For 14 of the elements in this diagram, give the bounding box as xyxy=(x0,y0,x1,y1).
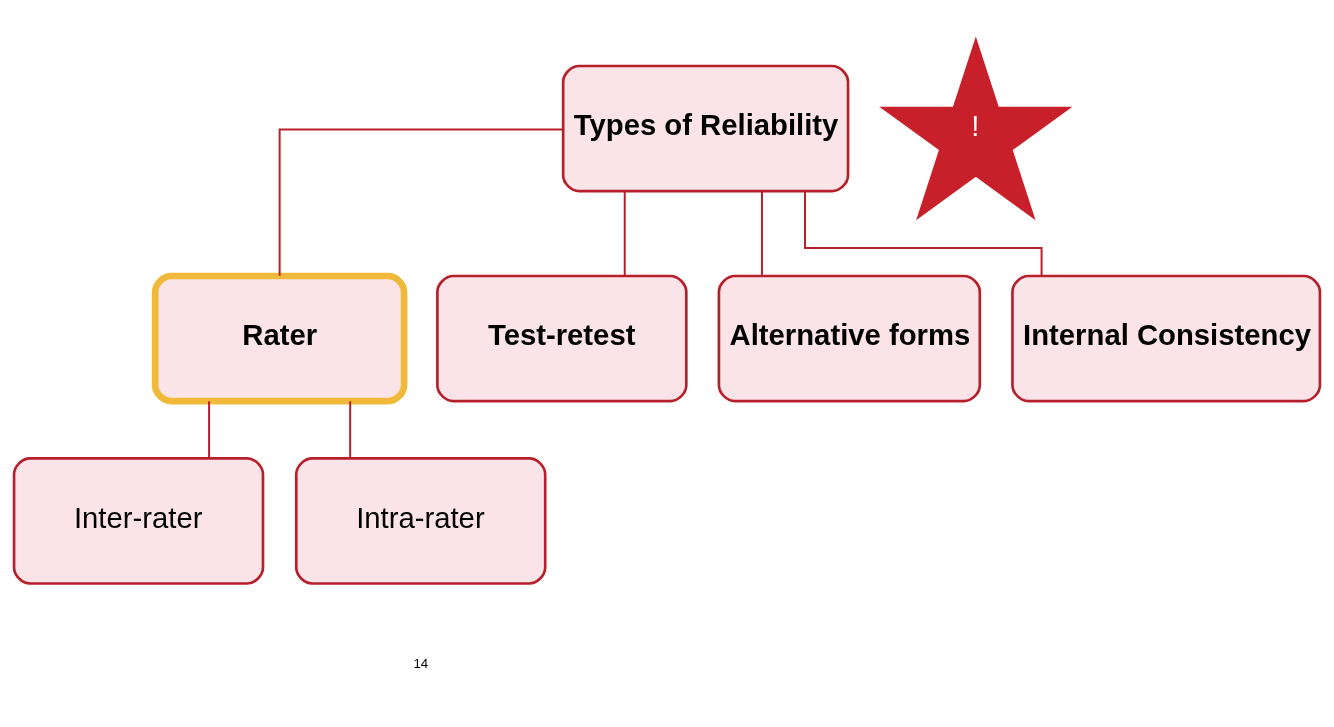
connector xyxy=(804,190,1043,277)
node-box: Types of Reliability xyxy=(561,64,850,193)
node-box: Internal Consistency xyxy=(1011,274,1322,403)
node-box: Inter-rater xyxy=(12,457,265,585)
connector xyxy=(760,190,763,277)
label: 14 xyxy=(413,656,429,672)
connector xyxy=(623,190,626,277)
connector xyxy=(278,128,565,277)
node-box: Intra-rater xyxy=(294,457,547,585)
node-box: Alternative forms xyxy=(717,274,982,403)
node-box: Test-retest xyxy=(436,274,688,403)
connector xyxy=(208,400,211,460)
connector xyxy=(349,400,352,460)
node-box: Rater xyxy=(151,272,408,405)
